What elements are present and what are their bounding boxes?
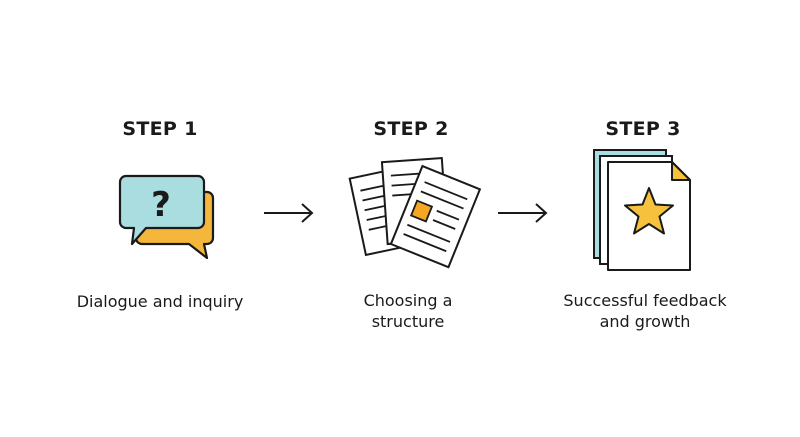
caption-line: structure (371, 312, 445, 331)
folded-corner (671, 161, 691, 181)
step-2-caption: Choosing a structure (298, 290, 518, 332)
caption-line: and growth (599, 312, 691, 331)
star-document-icon (593, 149, 691, 271)
question-mark-glyph: ? (151, 185, 171, 225)
step-3-title: STEP 3 (605, 118, 681, 140)
front-speech-bubble (118, 174, 206, 246)
arrow-right-icon (498, 203, 548, 223)
document-stack-icon (348, 156, 482, 269)
arrow-right-icon (264, 203, 314, 223)
step-3-caption: Successful feedback and growth (535, 290, 755, 332)
step-2-title: STEP 2 (373, 118, 449, 140)
caption-line: Dialogue and inquiry (76, 292, 244, 311)
step-1-caption: Dialogue and inquiry (50, 291, 270, 312)
caption-line: Choosing a (363, 291, 453, 310)
step-1-title: STEP 1 (122, 118, 198, 140)
caption-line: Successful feedback (563, 291, 727, 310)
front-sheet (389, 164, 482, 269)
speech-bubbles-question-icon: ? (118, 174, 215, 260)
star-icon (624, 187, 674, 235)
